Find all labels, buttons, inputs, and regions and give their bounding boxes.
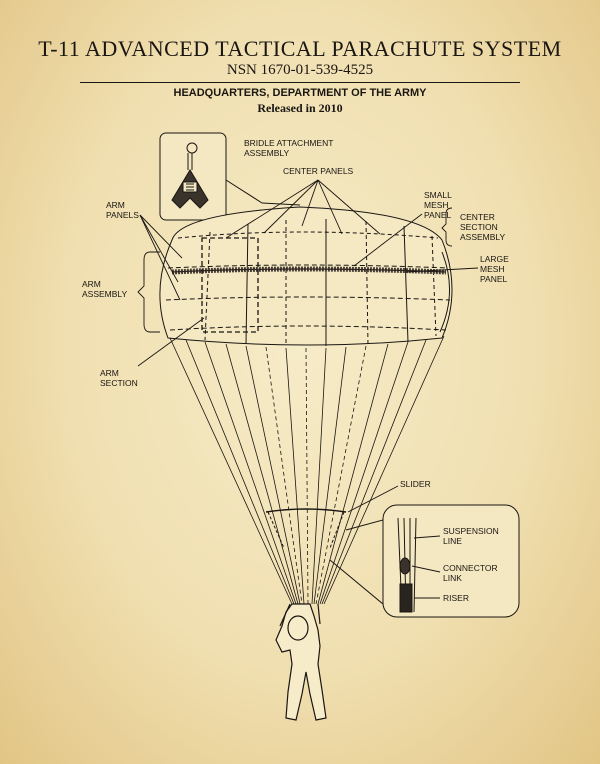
title-rule bbox=[80, 82, 520, 83]
label-arm-section-1: ARM bbox=[100, 368, 119, 378]
label-suspension-2: LINE bbox=[443, 536, 462, 546]
label-arm-assembly-1: ARM bbox=[82, 279, 101, 289]
label-arm-panels-2: PANELS bbox=[106, 210, 139, 220]
label-small-mesh-2: MESH bbox=[424, 200, 449, 210]
suspension-lines bbox=[169, 335, 445, 605]
bridle-inset bbox=[159, 132, 227, 221]
label-small-mesh-1: SMALL bbox=[424, 190, 452, 200]
label-bridle-2: ASSEMBLY bbox=[244, 148, 290, 158]
nsn-subtitle: NSN 1670-01-539-4525 bbox=[226, 62, 374, 78]
label-suspension-1: SUSPENSION bbox=[443, 526, 499, 536]
label-small-mesh-3: PANEL bbox=[424, 210, 452, 220]
slider bbox=[265, 508, 347, 549]
leader-lines bbox=[137, 179, 479, 599]
label-large-mesh-3: PANEL bbox=[480, 274, 508, 284]
label-connector-2: LINK bbox=[443, 573, 462, 583]
label-center-section-1: CENTER bbox=[460, 212, 495, 222]
riser-inset bbox=[329, 504, 520, 618]
label-arm-section-2: SECTION bbox=[100, 378, 138, 388]
label-center-section-2: SECTION bbox=[460, 222, 498, 232]
label-bridle-1: BRIDLE ATTACHMENT bbox=[244, 138, 333, 148]
canopy bbox=[159, 206, 453, 346]
label-large-mesh-1: LARGE bbox=[480, 254, 509, 264]
jumper-figure bbox=[275, 603, 327, 721]
authority-heading: HEADQUARTERS, DEPARTMENT OF THE ARMY bbox=[173, 87, 427, 99]
label-center-section-3: ASSEMBLY bbox=[460, 232, 506, 242]
label-large-mesh-2: MESH bbox=[480, 264, 505, 274]
label-riser: RISER bbox=[443, 593, 469, 603]
label-connector-1: CONNECTOR bbox=[443, 563, 498, 573]
label-arm-panels-1: ARM bbox=[106, 200, 125, 210]
label-center-panels: CENTER PANELS bbox=[283, 166, 354, 176]
release-date: Released in 2010 bbox=[257, 101, 343, 115]
label-arm-assembly-2: ASSEMBLY bbox=[82, 289, 128, 299]
label-slider: SLIDER bbox=[400, 479, 431, 489]
page-title: T-11 ADVANCED TACTICAL PARACHUTE SYSTEM bbox=[38, 36, 562, 61]
